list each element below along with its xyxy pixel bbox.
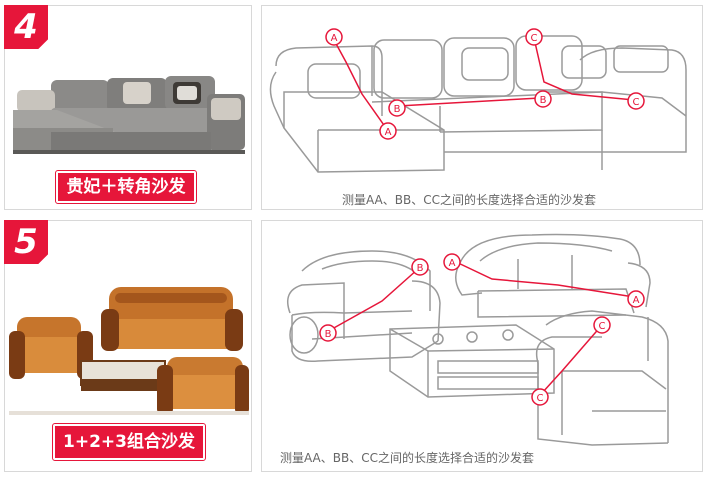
panel-5-diagram: A A B B C C 测量AA、BB、CC之间的长度选择合适的沙发套: [261, 220, 703, 472]
svg-text:A: A: [449, 258, 456, 269]
panel-5-photo: 5 1+2+3组合沙发: [4, 220, 252, 472]
measure-marker-b2: B: [534, 90, 552, 108]
svg-text:B: B: [325, 329, 332, 340]
svg-text:A: A: [385, 127, 392, 138]
measure-marker-c1: C: [525, 28, 543, 46]
measure-marker-c2: C: [531, 388, 549, 406]
sofa-set-sketch: A A B B C C: [287, 233, 669, 446]
svg-text:C: C: [531, 33, 538, 44]
measure-marker-a2: A: [627, 290, 645, 308]
sectional-sofa-sketch: A A B B C C: [269, 28, 687, 173]
measure-marker-b2: B: [411, 258, 429, 276]
measurement-instruction: 测量AA、BB、CC之间的长度选择合适的沙发套: [280, 451, 534, 465]
svg-text:C: C: [599, 321, 606, 332]
panel-4-photo: 4 贵妃＋转角沙发: [4, 5, 252, 210]
measure-marker-a2: A: [379, 122, 397, 140]
svg-text:C: C: [537, 393, 544, 404]
caption-sofa-type: 1+2+3组合沙发: [52, 423, 206, 461]
svg-text:A: A: [633, 295, 640, 306]
measurement-instruction: 测量AA、BB、CC之间的长度选择合适的沙发套: [342, 193, 596, 207]
measure-marker-c1: C: [593, 316, 611, 334]
svg-text:A: A: [331, 33, 338, 44]
panel-number-badge: 5: [4, 220, 48, 264]
panel-4-diagram: A A B B C C 测量AA、BB、CC之间的长度选择合适的沙发套: [261, 5, 703, 210]
measure-marker-c2: C: [627, 92, 645, 110]
caption-sofa-type: 贵妃＋转角沙发: [55, 170, 197, 204]
measure-marker-b1: B: [388, 99, 406, 117]
svg-text:B: B: [417, 263, 424, 274]
panel-number-badge: 4: [4, 5, 48, 49]
measure-marker-a1: A: [443, 253, 461, 271]
measure-marker-a1: A: [325, 28, 343, 46]
svg-text:B: B: [540, 95, 547, 106]
sofa-photo-leather-set: [9, 287, 249, 415]
svg-text:C: C: [633, 97, 640, 108]
sofa-photo-gray-sectional: [13, 76, 245, 154]
measure-marker-b1: B: [319, 324, 337, 342]
svg-text:B: B: [394, 104, 401, 115]
